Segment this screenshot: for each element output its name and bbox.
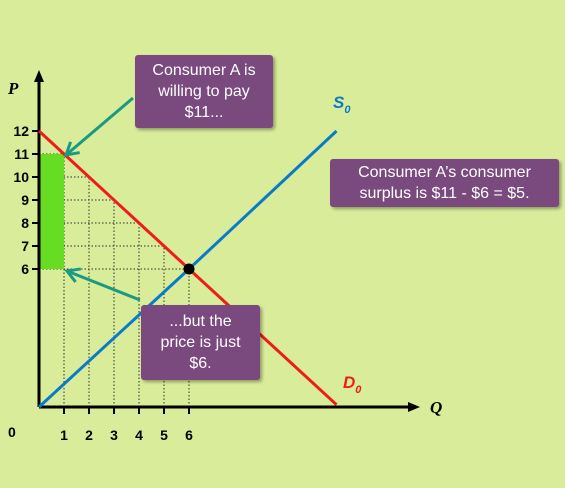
- series-label-D0: D0: [343, 373, 362, 396]
- y-tick-label-10: 10: [13, 169, 29, 185]
- series-lines: [37, 129, 338, 409]
- series-label-sub-S0: 0: [344, 104, 351, 116]
- y-tick-label-9: 9: [21, 192, 29, 208]
- callout-willing-line-3: $11...: [184, 104, 224, 121]
- x-axis-label: Q: [430, 398, 442, 417]
- y-tick-label-12: 12: [13, 123, 29, 139]
- x-tick-label-4: 4: [135, 427, 143, 443]
- arrow-willing-to-pay-shaft: [65, 96, 134, 157]
- y-axis-label: P: [7, 79, 19, 98]
- arrow-price-head: [64, 267, 81, 283]
- consumer-surplus-note: Consumer A’s consumer surplus is $11 - $…: [330, 159, 559, 207]
- origin-label: 0: [8, 424, 16, 440]
- surplus-note-line-2: surplus is $11 - $6 = $5.: [359, 185, 530, 202]
- series-label-sub-D0: 0: [355, 384, 362, 396]
- callout-price-line-3: $6.: [189, 355, 212, 372]
- x-tick-label-3: 3: [110, 427, 118, 443]
- series-labels: D0 S0: [333, 93, 362, 396]
- x-tick-label-6: 6: [185, 427, 193, 443]
- y-tick-label-11: 11: [14, 146, 29, 162]
- arrow-willing-to-pay-head: [63, 141, 80, 157]
- x-tick-label-1: 1: [60, 427, 68, 443]
- x-tick-label-5: 5: [160, 427, 168, 443]
- callout-willing-to-pay: Consumer A is willing to pay $11...: [135, 55, 273, 128]
- series-line-D0: [37, 129, 338, 406]
- callout-price: ...but the price is just $6.: [141, 305, 260, 380]
- callout-willing-line-2: willing to pay: [158, 83, 250, 100]
- callout-price-line-2: price is just: [160, 334, 241, 351]
- callout-price-line-1: ...but the: [169, 313, 232, 330]
- surplus-note-line-1: Consumer A’s consumer: [358, 164, 531, 181]
- series-label-S0: S0: [333, 93, 351, 116]
- y-tick-label-8: 8: [21, 215, 29, 231]
- y-axis-arrowhead: [34, 70, 44, 82]
- x-tick-label-2: 2: [85, 427, 93, 443]
- y-tick-label-6: 6: [21, 261, 29, 277]
- equilibrium-point: [183, 263, 195, 275]
- x-axis-arrowhead: [408, 402, 420, 412]
- arrow-price-shaft: [66, 269, 141, 302]
- callout-arrows: [63, 96, 141, 302]
- surplus-bar: [40, 154, 64, 269]
- callout-willing-line-1: Consumer A is: [152, 62, 256, 79]
- y-tick-label-7: 7: [21, 238, 29, 254]
